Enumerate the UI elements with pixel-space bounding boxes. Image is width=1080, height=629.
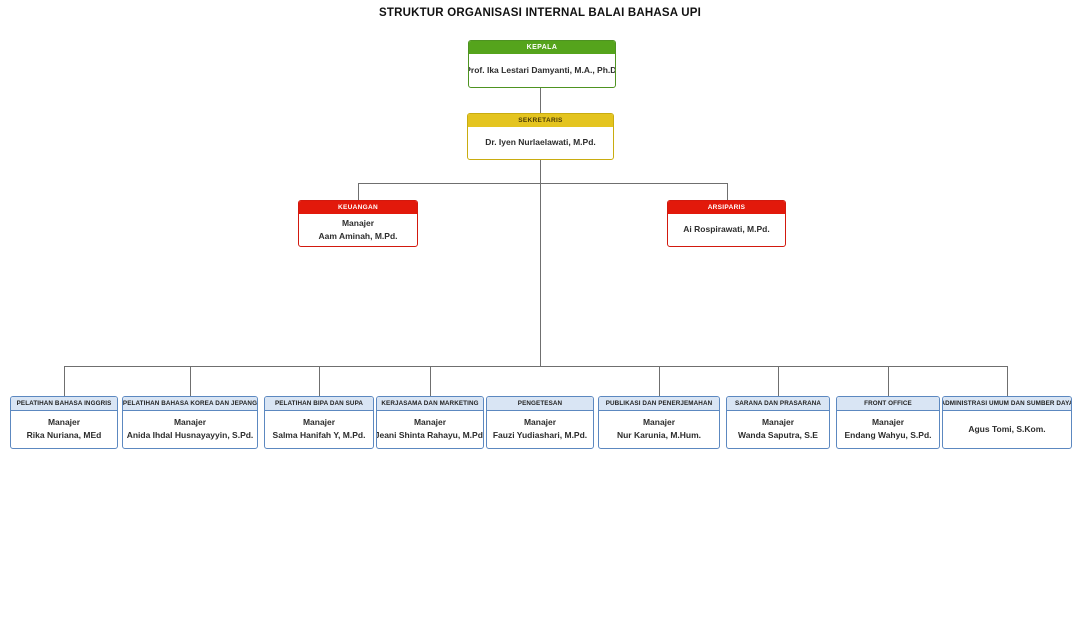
connector-line bbox=[358, 183, 728, 184]
node-header: KEUANGAN bbox=[299, 201, 417, 214]
org-node-kerjasama-dan-marketing: KERJASAMA DAN MARKETING Manajer Jeani Sh… bbox=[376, 396, 484, 449]
node-person-name: Anida Ihdal Husnayayyin, S.Pd. bbox=[126, 430, 254, 440]
node-header: PELATIHAN BAHASA KOREA DAN JEPANG bbox=[123, 397, 257, 411]
node-role: Manajer bbox=[173, 417, 207, 428]
connector-line bbox=[64, 366, 65, 396]
node-person-name: Dr. Iyen Nurlaelawati, M.Pd. bbox=[485, 137, 596, 148]
connector-line bbox=[540, 160, 541, 183]
node-header: SARANA DAN PRASARANA bbox=[727, 397, 829, 411]
connector-line bbox=[727, 183, 728, 200]
node-header: FRONT OFFICE bbox=[837, 397, 939, 411]
node-role: Manajer bbox=[871, 417, 905, 428]
connector-line bbox=[1007, 366, 1008, 396]
connector-line bbox=[64, 366, 1007, 367]
org-node-keuangan: KEUANGAN Manajer Aam Aminah, M.Pd. bbox=[298, 200, 418, 247]
node-role: Manajer bbox=[302, 417, 336, 428]
node-person-name: Endang Wahyu, S.Pd. bbox=[844, 430, 932, 440]
node-role: Manajer bbox=[642, 417, 676, 428]
connector-line bbox=[540, 183, 541, 366]
org-node-pelatihan-bahasa-korea-dan-jepang: PELATIHAN BAHASA KOREA DAN JEPANG Manaje… bbox=[122, 396, 258, 449]
node-role: Manajer bbox=[413, 417, 447, 428]
org-node-arsiparis: ARSIPARIS Ai Rospirawati, M.Pd. bbox=[667, 200, 786, 247]
node-person-name: Wanda Saputra, S.E bbox=[738, 430, 818, 440]
node-header: KEPALA bbox=[469, 41, 615, 54]
node-header: ADMINISTRASI UMUM DAN SUMBER DAYA bbox=[943, 397, 1071, 411]
node-header: ARSIPARIS bbox=[668, 201, 785, 214]
node-role: Manajer bbox=[47, 417, 81, 428]
node-person-name: Ai Rospirawati, M.Pd. bbox=[683, 224, 770, 235]
connector-line bbox=[358, 183, 359, 200]
connector-line bbox=[190, 366, 191, 396]
node-person-name: Nur Karunia, M.Hum. bbox=[616, 430, 702, 440]
org-node-sekretaris: SEKRETARIS Dr. Iyen Nurlaelawati, M.Pd. bbox=[467, 113, 614, 160]
node-person-name: Agus Tomi, S.Kom. bbox=[968, 423, 1046, 434]
org-node-front-office: FRONT OFFICE Manajer Endang Wahyu, S.Pd. bbox=[836, 396, 940, 449]
node-role: Manajer bbox=[341, 217, 375, 228]
org-node-administrasi-umum-dan-sumber-daya: ADMINISTRASI UMUM DAN SUMBER DAYA Agus T… bbox=[942, 396, 1072, 449]
node-role: Manajer bbox=[523, 417, 557, 428]
org-node-kepala: KEPALA Prof. Ika Lestari Damyanti, M.A.,… bbox=[468, 40, 616, 88]
connector-line bbox=[659, 366, 660, 396]
node-person-name: Fauzi Yudiashari, M.Pd. bbox=[492, 430, 588, 440]
node-role: Manajer bbox=[761, 417, 795, 428]
node-header: SEKRETARIS bbox=[468, 114, 613, 127]
node-header: PENGETESAN bbox=[487, 397, 593, 411]
node-header: PELATIHAN BAHASA INGGRIS bbox=[11, 397, 117, 411]
connector-line bbox=[430, 366, 431, 396]
org-node-pelatihan-bahasa-inggris: PELATIHAN BAHASA INGGRIS Manajer Rika Nu… bbox=[10, 396, 118, 449]
node-header: PELATIHAN BIPA DAN SUPA bbox=[265, 397, 373, 411]
node-person-name: Jeani Shinta Rahayu, M.Pd. bbox=[376, 430, 484, 440]
org-node-pelatihan-bipa-dan-supa: PELATIHAN BIPA DAN SUPA Manajer Salma Ha… bbox=[264, 396, 374, 449]
org-node-publikasi-dan-penerjemahan: PUBLIKASI DAN PENERJEMAHAN Manajer Nur K… bbox=[598, 396, 720, 449]
page-title: STRUKTUR ORGANISASI INTERNAL BALAI BAHAS… bbox=[378, 7, 702, 19]
connector-line bbox=[778, 366, 779, 396]
node-header: KERJASAMA DAN MARKETING bbox=[377, 397, 483, 411]
connector-line bbox=[888, 366, 889, 396]
node-person-name: Aam Aminah, M.Pd. bbox=[318, 230, 398, 241]
node-person-name: Prof. Ika Lestari Damyanti, M.A., Ph.D. bbox=[468, 64, 616, 75]
node-person-name: Salma Hanifah Y, M.Pd. bbox=[272, 430, 366, 440]
connector-line bbox=[540, 88, 541, 113]
connector-line bbox=[319, 366, 320, 396]
node-header: PUBLIKASI DAN PENERJEMAHAN bbox=[599, 397, 719, 411]
node-person-name: Rika Nuriana, MEd bbox=[26, 430, 102, 440]
org-node-pengetesan: PENGETESAN Manajer Fauzi Yudiashari, M.P… bbox=[486, 396, 594, 449]
org-node-sarana-dan-prasarana: SARANA DAN PRASARANA Manajer Wanda Saput… bbox=[726, 396, 830, 449]
